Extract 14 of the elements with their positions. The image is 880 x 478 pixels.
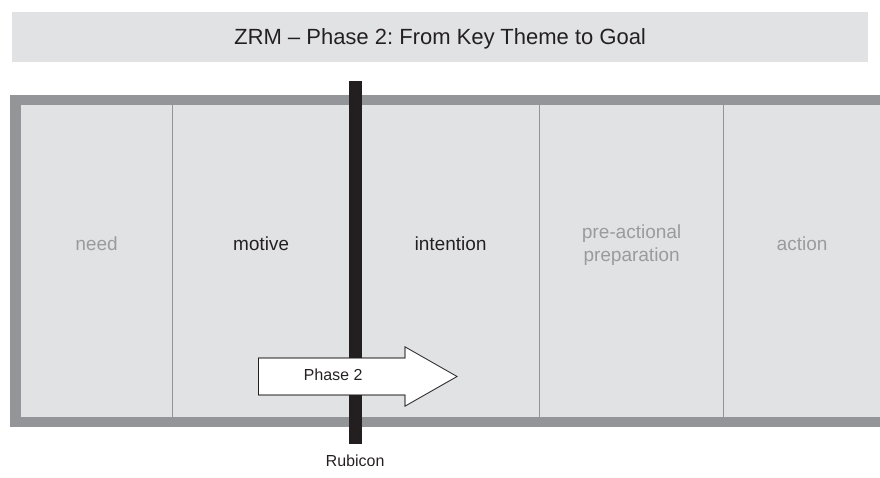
phase-cell bbox=[173, 105, 349, 417]
phase-cell bbox=[724, 105, 880, 417]
title-banner: ZRM – Phase 2: From Key Theme to Goal bbox=[12, 12, 868, 62]
phase-label: intention bbox=[414, 234, 486, 256]
edge-label: Phase 2 bbox=[302, 367, 364, 385]
phase-cell bbox=[540, 105, 723, 417]
phase-cell bbox=[362, 105, 539, 417]
phase-label: pre-actional preparation bbox=[580, 222, 682, 268]
phase-label: need bbox=[75, 234, 118, 256]
phase-label: action bbox=[776, 234, 828, 256]
block-arrow bbox=[258, 346, 458, 408]
line-label: Rubicon bbox=[324, 453, 386, 471]
phase-label: motive bbox=[233, 234, 289, 256]
phase-cell bbox=[21, 105, 172, 417]
